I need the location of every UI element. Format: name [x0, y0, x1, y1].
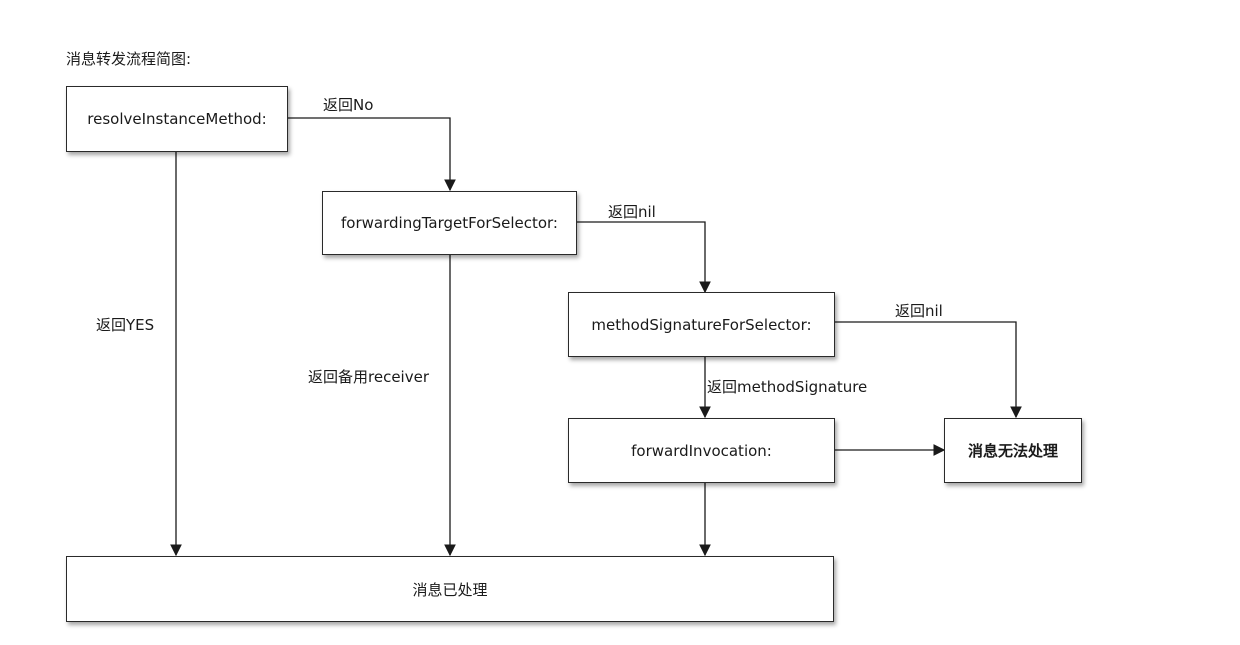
edge-label-target-receiver: 返回备用receiver [308, 368, 429, 386]
node-message-handled: 消息已处理 [66, 556, 834, 622]
node-label: resolveInstanceMethod: [87, 110, 267, 128]
node-message-unhandled: 消息无法处理 [944, 418, 1082, 483]
node-method-signature-for-selector: methodSignatureForSelector: [568, 292, 835, 357]
edge-label-signature-ok: 返回methodSignature [707, 378, 868, 396]
edge-label-resolve-no: 返回No [323, 96, 374, 114]
node-forwarding-target-for-selector: forwardingTargetForSelector: [322, 191, 577, 255]
node-resolve-instance-method: resolveInstanceMethod: [66, 86, 288, 152]
node-forward-invocation: forwardInvocation: [568, 418, 835, 483]
diagram-title: 消息转发流程简图: [66, 50, 192, 68]
edge-label-target-nil: 返回nil [608, 203, 656, 221]
edge-signature-nil [835, 321, 1022, 419]
node-label: methodSignatureForSelector: [591, 315, 812, 334]
node-label: forwardInvocation: [631, 441, 772, 460]
edge-label-resolve-yes: 返回YES [96, 316, 155, 334]
edge-resolve-no [288, 117, 456, 192]
edge-label-signature-nil: 返回nil [895, 302, 943, 320]
edge-target-nil [577, 221, 711, 294]
node-label: 消息已处理 [412, 580, 488, 599]
node-label: 消息无法处理 [967, 442, 1058, 460]
node-label: forwardingTargetForSelector: [341, 214, 558, 232]
